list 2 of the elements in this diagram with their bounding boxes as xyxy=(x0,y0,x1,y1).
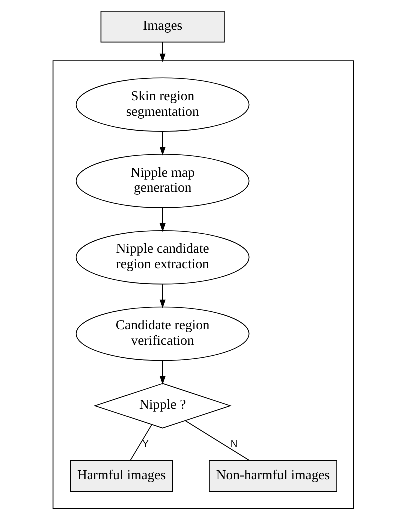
edge-label: Y xyxy=(142,438,148,449)
edge-label: N xyxy=(230,438,238,449)
